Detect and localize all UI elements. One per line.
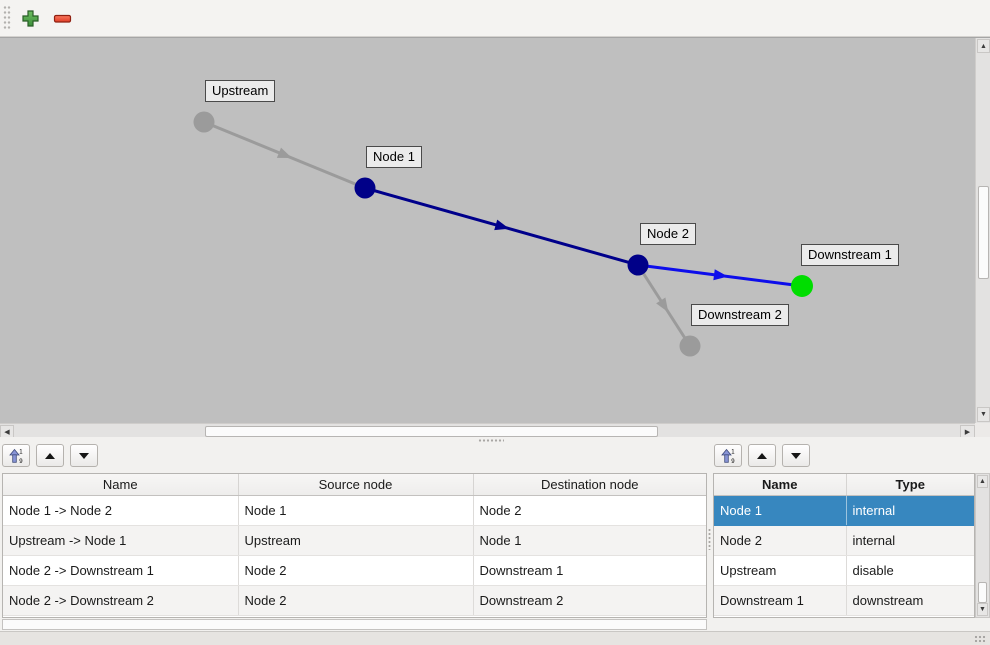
resize-grip-icon[interactable] [974,635,987,644]
minus-icon [53,14,71,23]
table-cell[interactable]: internal [846,495,974,526]
triangle-up-icon [757,452,767,459]
column-header-source-node[interactable]: Source node [238,474,474,496]
canvas-vertical-scrollbar[interactable]: ▲ ▼ [975,38,990,423]
node-label-node-1[interactable]: Node 1 [366,146,422,168]
vertical-scroll-thumb[interactable] [978,186,989,279]
table-cell[interactable]: Upstream [714,555,847,586]
scrollbar-corner [975,423,990,438]
edges-sort-button[interactable]: 1 9 [2,444,30,467]
remove-node-button[interactable] [51,7,73,29]
nodes-table-vscrollbar[interactable]: ▲ ▼ [975,473,990,618]
scroll-up-icon[interactable]: ▲ [977,39,990,53]
table-cell[interactable]: disable [846,555,974,586]
triangle-up-icon [45,452,55,459]
triangle-down-icon [791,452,801,459]
table-cell[interactable]: Node 1 [238,495,474,526]
table-cell[interactable]: Upstream [238,525,474,556]
svg-text:1: 1 [19,449,23,455]
node-label-upstream[interactable]: Upstream [205,80,276,102]
splitter-handle-icon [708,528,711,550]
add-node-button[interactable] [19,7,41,29]
graph-node-node-2[interactable] [627,254,649,276]
table-cell[interactable]: Node 1 [714,495,847,526]
horizontal-splitter[interactable] [0,437,990,444]
svg-text:9: 9 [731,459,735,464]
table-cell[interactable]: Downstream 1 [714,585,847,616]
canvas-horizontal-scrollbar[interactable]: ◀ ▶ [0,423,975,438]
triangle-down-icon [79,452,89,459]
node-label-node-2[interactable]: Node 2 [640,223,696,245]
node-label-downstream-2[interactable]: Downstream 2 [691,304,789,326]
edges-move-down-button[interactable] [70,444,98,467]
column-header-name[interactable]: Name [3,474,239,496]
splitter-handle-icon [478,439,504,442]
vertical-splitter[interactable] [708,444,712,631]
table-cell[interactable]: Upstream -> Node 1 [3,525,239,556]
table-cell[interactable]: Downstream 2 [473,585,706,616]
table-cell[interactable]: Node 2 -> Downstream 2 [3,585,239,616]
table-cell[interactable]: Node 2 [238,585,474,616]
nodes-move-up-button[interactable] [748,444,776,467]
scroll-down-icon[interactable]: ▼ [977,407,990,422]
sort-ascending-icon: 1 9 [721,448,735,464]
graph-node-upstream[interactable] [193,111,215,133]
sort-ascending-icon: 1 9 [9,448,23,464]
table-cell[interactable]: Downstream 1 [473,555,706,586]
table-cell[interactable]: Node 2 [238,555,474,586]
table-cell[interactable]: internal [846,525,974,556]
svg-text:1: 1 [731,449,735,455]
table-cell[interactable]: Node 2 -> Downstream 1 [3,555,239,586]
edge-arrow-icon [713,269,728,281]
vertical-scroll-thumb[interactable] [978,582,987,603]
main-toolbar [0,0,990,37]
edge-arrow-icon [656,297,669,313]
graph-node-downstream-2[interactable] [679,335,701,357]
table-cell[interactable]: Node 1 -> Node 2 [3,495,239,526]
edge-arrow-icon [494,219,510,231]
scroll-down-icon[interactable]: ▼ [977,603,988,616]
graph-node-downstream-1[interactable] [791,275,813,297]
node-label-downstream-1[interactable]: Downstream 1 [801,244,899,266]
column-header-name[interactable]: Name [714,474,847,496]
scroll-left-icon[interactable]: ◀ [0,425,14,438]
toolbar-drag-handle[interactable] [3,5,11,31]
table-cell[interactable]: Node 2 [714,525,847,556]
status-strip [0,631,990,645]
edges-move-up-button[interactable] [36,444,64,467]
nodes-sort-button[interactable]: 1 9 [714,444,742,467]
column-header-destination-node[interactable]: Destination node [473,474,706,496]
column-header-type[interactable]: Type [846,474,974,496]
plus-icon [21,9,39,27]
table-cell[interactable]: downstream [846,585,974,616]
edge-arrow-icon [276,147,292,159]
table-cell[interactable]: Node 1 [473,525,706,556]
edges-table-hscrollbar[interactable] [2,619,707,630]
horizontal-scroll-thumb[interactable] [205,426,658,437]
scroll-up-icon[interactable]: ▲ [977,475,988,488]
nodes-move-down-button[interactable] [782,444,810,467]
svg-text:9: 9 [19,459,23,464]
graph-svg [193,111,813,357]
graph-node-node-1[interactable] [354,177,376,199]
table-cell[interactable]: Node 2 [473,495,706,526]
